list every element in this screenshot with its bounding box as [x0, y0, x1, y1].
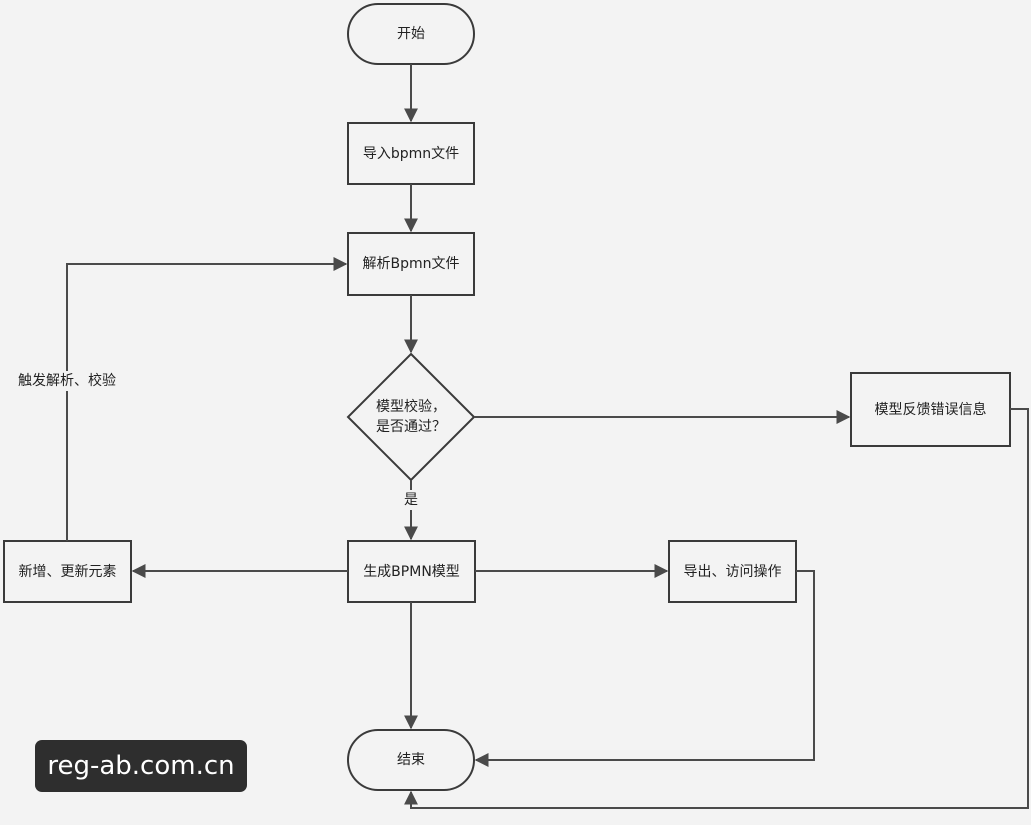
end-label: 结束 [397, 752, 425, 768]
add-update-label: 新增、更新元素 [18, 563, 117, 580]
generate-label: 生成BPMN模型 [363, 563, 460, 580]
export-label: 导出、访问操作 [683, 563, 782, 580]
start-label: 开始 [397, 26, 425, 42]
parse-box [347, 232, 475, 296]
edge-export-to-end [474, 570, 815, 767]
import-label: 导入bpmn文件 [362, 145, 460, 162]
edge-feedback-to-end [404, 408, 1029, 809]
export-box [668, 540, 797, 603]
parse-label: 解析Bpmn文件 [362, 256, 460, 272]
trigger-edge-label: 触发解析、校验 [10, 371, 124, 391]
feedback-box [850, 372, 1011, 447]
import-box [347, 122, 475, 185]
end-terminal [347, 729, 475, 791]
watermark-badge: reg-ab.com.cn [35, 740, 247, 792]
edge-add-update-to-parse [66, 257, 348, 541]
yes-edge-label: 是 [398, 490, 424, 510]
validate-label: 模型校验， 是否通过？ [376, 399, 446, 435]
add-update-box [3, 540, 132, 603]
feedback-label: 模型反馈错误信息 [874, 401, 987, 418]
